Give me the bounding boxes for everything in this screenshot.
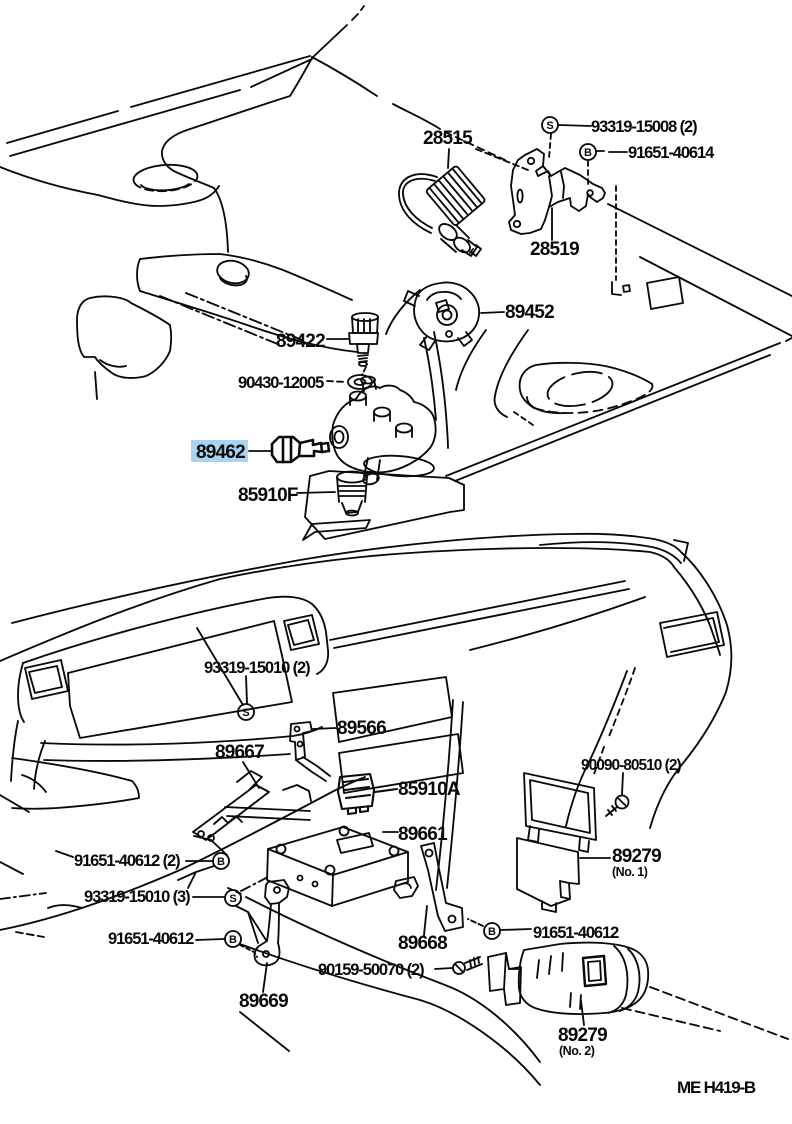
svg-text:(No. 2): (No. 2) <box>559 1044 595 1058</box>
svg-text:90430-12005: 90430-12005 <box>238 374 324 392</box>
svg-text:28515: 28515 <box>423 128 473 149</box>
svg-text:89452: 89452 <box>505 302 554 323</box>
svg-text:91651-40614: 91651-40614 <box>628 144 715 162</box>
svg-text:ME H419-B: ME H419-B <box>677 1078 756 1097</box>
svg-text:89279: 89279 <box>612 846 661 867</box>
svg-text:85910F: 85910F <box>238 485 298 506</box>
svg-text:S: S <box>229 893 236 905</box>
svg-text:93319-15008 (2): 93319-15008 (2) <box>591 118 697 136</box>
svg-text:89566: 89566 <box>337 718 386 739</box>
svg-text:93319-15010 (2): 93319-15010 (2) <box>204 659 310 677</box>
svg-text:89422: 89422 <box>276 331 325 352</box>
svg-text:S: S <box>242 707 249 719</box>
svg-text:B: B <box>217 856 225 868</box>
svg-text:90090-80510 (2): 90090-80510 (2) <box>581 757 681 774</box>
svg-text:B: B <box>584 147 592 159</box>
svg-text:89661: 89661 <box>398 824 448 845</box>
svg-text:28519: 28519 <box>530 239 579 260</box>
svg-text:93319-15010 (3): 93319-15010 (3) <box>84 888 190 906</box>
svg-text:(No. 1): (No. 1) <box>612 865 648 879</box>
svg-text:B: B <box>229 934 237 946</box>
svg-text:91651-40612: 91651-40612 <box>108 930 194 948</box>
svg-text:89668: 89668 <box>398 933 447 954</box>
svg-text:91651-40612 (2): 91651-40612 (2) <box>74 852 180 870</box>
svg-text:S: S <box>546 120 553 132</box>
svg-text:89279: 89279 <box>558 1025 607 1046</box>
svg-text:85910A: 85910A <box>398 779 461 800</box>
svg-text:89667: 89667 <box>215 742 264 763</box>
svg-text:89462: 89462 <box>196 442 245 463</box>
svg-text:91651-40612: 91651-40612 <box>533 924 619 942</box>
svg-text:90159-50070 (2): 90159-50070 (2) <box>318 961 424 979</box>
svg-text:B: B <box>488 926 496 938</box>
svg-text:89669: 89669 <box>239 991 288 1012</box>
